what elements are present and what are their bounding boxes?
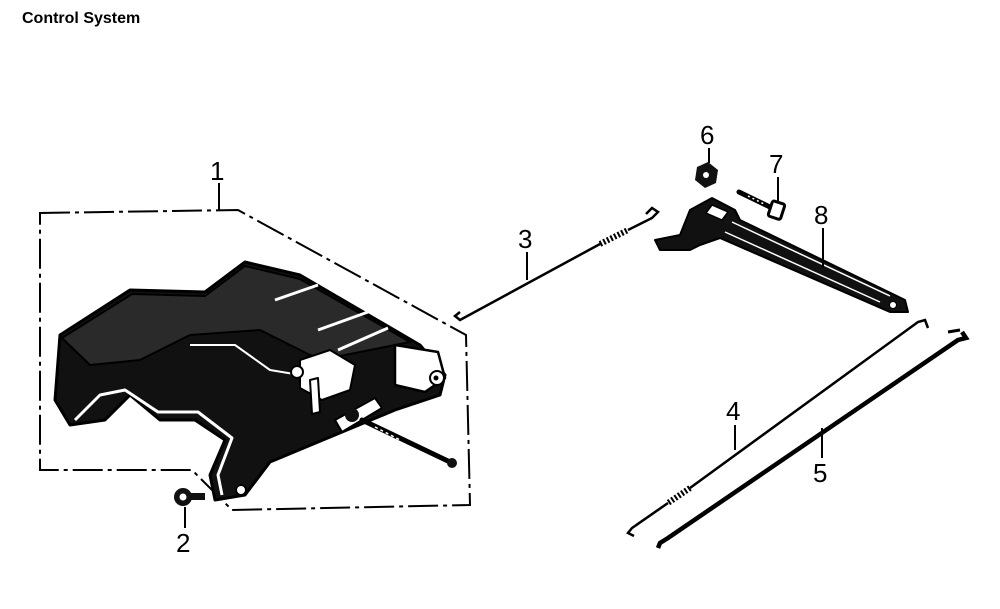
control-lever-part xyxy=(654,197,909,313)
throttle-rod-part xyxy=(626,318,930,538)
callout-6: 6 xyxy=(700,120,714,150)
callout-1: 1 xyxy=(210,156,224,186)
flange-nut-part xyxy=(174,488,205,506)
choke-rod-part xyxy=(655,328,970,549)
cover-bolt xyxy=(345,408,457,468)
callout-8: 8 xyxy=(814,200,828,230)
callout-5: 5 xyxy=(813,458,827,488)
callout-3: 3 xyxy=(518,224,532,254)
callout-2: 2 xyxy=(176,528,190,558)
leader-lines xyxy=(184,148,824,528)
bolt-part xyxy=(736,189,787,221)
nut-part xyxy=(695,162,718,188)
assembly-boundary-outline xyxy=(39,208,472,512)
control-cover-part xyxy=(53,260,447,502)
callout-7: 7 xyxy=(769,149,783,179)
page-title: Control System xyxy=(22,10,141,27)
spring-rod-part xyxy=(452,206,660,322)
callout-4: 4 xyxy=(726,396,740,426)
